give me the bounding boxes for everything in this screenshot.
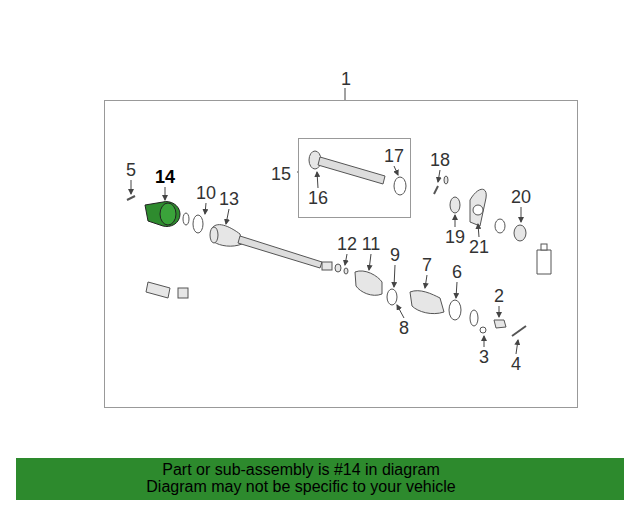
callout-number: 20 (511, 188, 531, 206)
callout-number: 5 (126, 161, 136, 179)
callout-number: 16 (308, 189, 328, 207)
callout-number: 19 (445, 228, 465, 246)
callout-number: 8 (399, 319, 409, 337)
callout-number: 10 (196, 184, 216, 202)
parts (127, 88, 551, 336)
callout-number: 7 (422, 256, 432, 274)
callout-number: 11 (362, 235, 381, 253)
callout-number: 21 (469, 238, 489, 256)
notice-text: Diagram may not be specific to your vehi… (1, 478, 601, 495)
callout-number: 4 (511, 355, 521, 373)
callout-number: 14 (155, 168, 175, 186)
callout-number: 15 (271, 165, 291, 183)
callout-number: 18 (430, 151, 450, 169)
callout-number: 3 (479, 348, 489, 366)
leader-lines (131, 166, 521, 354)
callout-number: 12 (337, 235, 357, 253)
callout-number: 17 (384, 147, 404, 165)
notice-text: Part or sub-assembly is #14 in diagram (1, 461, 601, 478)
callout-number: 9 (390, 246, 400, 264)
group-frame: 11 5 (104, 100, 578, 408)
callout-number: 1 (341, 70, 351, 88)
callout-number: 13 (219, 190, 239, 208)
callout-number: 2 (494, 287, 504, 305)
info-band: Part or sub-assembly is #14 in diagramDi… (16, 458, 624, 500)
callout-number: 6 (452, 263, 462, 281)
